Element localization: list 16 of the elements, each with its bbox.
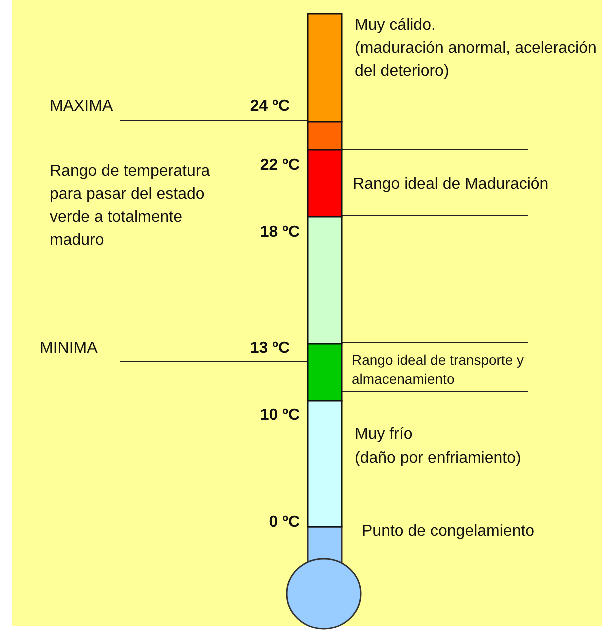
range-description: Rango ideal de Maduración xyxy=(353,175,550,195)
temperature-value: 22 ºC xyxy=(259,156,300,176)
range-description: Muy frío xyxy=(355,425,414,445)
range-description: Muy cálido. xyxy=(355,16,437,36)
range-description: (maduración anormal, aceleración del deterioro) xyxy=(355,39,598,82)
range-description: Punto de congelamiento xyxy=(362,522,536,542)
limit-label: MAXIMA xyxy=(50,97,114,117)
limit-label: MINIMA xyxy=(40,339,99,359)
temperature-value: 13 ºC xyxy=(249,339,290,359)
range-description: Rango ideal de transporte y almacenamiento xyxy=(352,351,525,389)
temperature-value: 24 ºC xyxy=(249,97,290,117)
temperature-value: 10 ºC xyxy=(259,406,300,426)
range-description: (daño por enfriamiento) xyxy=(355,449,522,469)
range-description: Rango de temperatura para pasar del estado verde a totalmente maduro xyxy=(50,162,212,251)
temperature-value: 0 ºC xyxy=(268,513,300,533)
temperature-value: 18 ºC xyxy=(259,223,300,243)
